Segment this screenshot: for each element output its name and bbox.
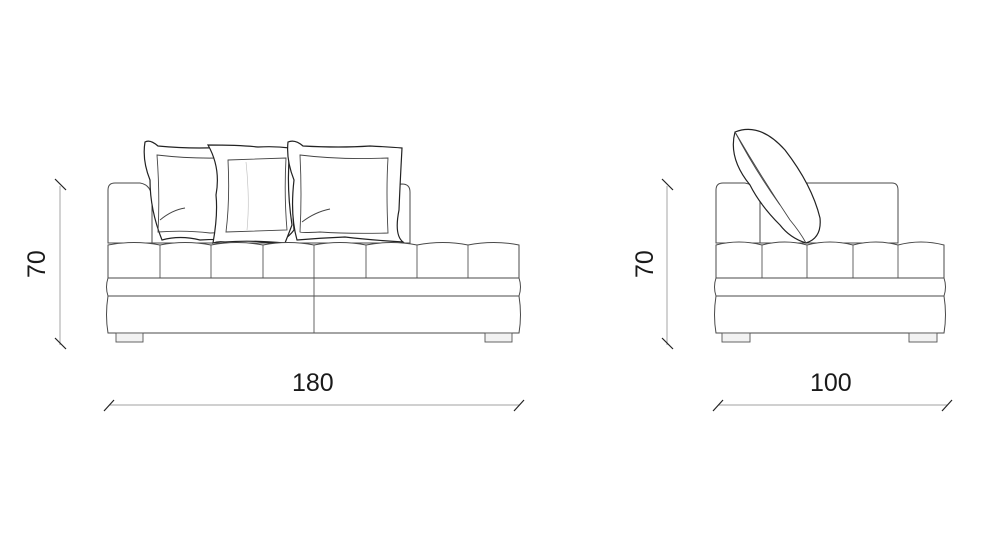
side-base — [714, 295, 946, 334]
front-width-dimension — [103, 399, 525, 412]
side-leg-left — [721, 332, 751, 343]
front-seat-cushions — [107, 242, 520, 279]
side-width-label: 100 — [810, 369, 852, 397]
side-base-band — [714, 277, 946, 297]
side-pillow — [732, 128, 821, 244]
side-height-dimension — [661, 178, 674, 350]
front-pillow-middle — [206, 144, 293, 244]
side-leg-right — [908, 332, 938, 343]
front-height-label: 70 — [23, 250, 51, 278]
side-seat-dividers — [761, 245, 899, 278]
front-leg-left — [115, 332, 144, 343]
front-left-arm — [107, 182, 153, 244]
side-width-dimension — [712, 399, 953, 412]
front-base — [106, 295, 521, 334]
front-leg-right — [484, 332, 513, 343]
front-width-label: 180 — [292, 369, 334, 397]
front-height-dimension — [54, 178, 67, 350]
side-seat-cushions — [715, 241, 945, 279]
side-height-label: 70 — [631, 250, 659, 278]
front-view-sofa — [106, 140, 521, 343]
front-base-band — [106, 277, 521, 297]
side-view-sofa — [714, 128, 946, 343]
front-seat-dividers — [159, 245, 469, 278]
front-pillow-right — [287, 140, 405, 243]
